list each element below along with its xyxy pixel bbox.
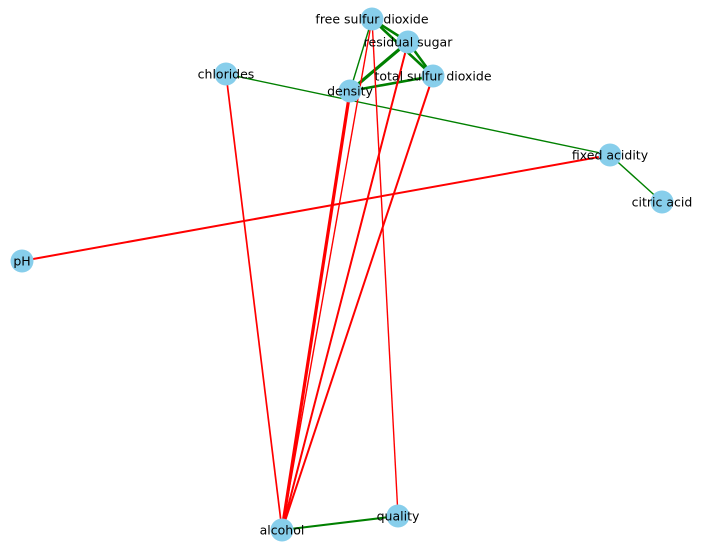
edge-alcohol-quality <box>281 515 399 531</box>
edge-fixed_acidity-citric_acid <box>609 154 663 203</box>
edge-residual_sugar-alcohol <box>281 41 409 531</box>
node-total_sulfur_dioxide <box>421 64 445 88</box>
node-label-pH: pH <box>13 254 30 269</box>
edge-free_sulfur_dioxide-quality <box>371 18 399 517</box>
node-quality <box>386 504 410 528</box>
node-density <box>338 79 362 103</box>
edge-chlorides-alcohol <box>225 73 283 531</box>
edge-total_sulfur_dioxide-alcohol <box>281 75 434 531</box>
node-label-citric_acid: citric acid <box>632 195 693 210</box>
node-label-fixed_acidity: fixed acidity <box>572 148 649 163</box>
node-free_sulfur_dioxide <box>360 7 384 31</box>
node-citric_acid <box>650 190 674 214</box>
node-chlorides <box>214 62 238 86</box>
node-label-quality: quality <box>377 509 420 524</box>
node-label-free_sulfur_dioxide: free sulfur dioxide <box>315 12 428 27</box>
edge-density-alcohol <box>280 90 352 531</box>
edge-free_sulfur_dioxide-alcohol <box>281 18 373 531</box>
node-alcohol <box>270 518 294 542</box>
node-label-density: density <box>327 84 373 99</box>
node-pH <box>10 249 34 273</box>
edge-chlorides-fixed_acidity <box>225 73 611 156</box>
node-label-residual_sugar: residual sugar <box>364 35 454 50</box>
node-label-alcohol: alcohol <box>260 523 305 538</box>
node-label-chlorides: chlorides <box>198 67 255 82</box>
edges-layer <box>21 17 663 531</box>
labels-layer: free sulfur dioxide residual sugar chlorid… <box>13 12 692 538</box>
node-residual_sugar <box>396 30 420 54</box>
node-fixed_acidity <box>598 143 622 167</box>
edge-total_sulfur_dioxide-density <box>349 74 434 93</box>
edge-free_sulfur_dioxide-density <box>349 18 373 92</box>
node-label-total_sulfur_dioxide: total sulfur dioxide <box>374 69 491 84</box>
nodes-layer <box>10 7 674 542</box>
edge-residual_sugar-density <box>348 40 410 93</box>
edge-fixed_acidity-pH <box>21 154 611 262</box>
